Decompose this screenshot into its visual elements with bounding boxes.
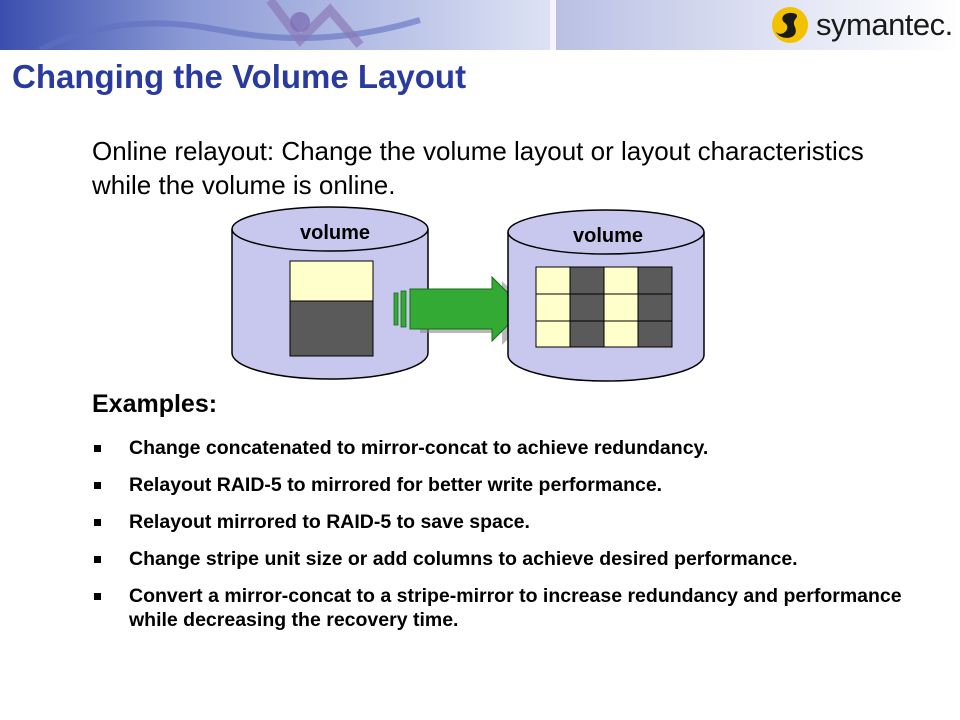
list-item-text: Convert a mirror-concat to a stripe-mirr… (129, 585, 902, 631)
bullet-icon (94, 445, 101, 452)
source-used-block (289, 300, 374, 357)
list-item: Convert a mirror-concat to a stripe-mirr… (92, 584, 912, 632)
target-volume-cylinder: volume (507, 209, 705, 382)
examples-list: Change concatenated to mirror-concat to … (92, 436, 912, 645)
source-volume-label: volume (300, 222, 370, 244)
list-item-text: Change concatenated to mirror-concat to … (129, 437, 709, 459)
examples-heading: Examples: (92, 390, 218, 418)
list-item: Relayout RAID-5 to mirrored for better w… (92, 473, 912, 497)
relayout-diagram: volume volume (231, 206, 705, 382)
bullet-icon (94, 482, 101, 489)
logo-text: symantec. (816, 7, 953, 42)
stripe-grid (535, 266, 673, 348)
source-volume-cylinder: volume (231, 206, 429, 380)
list-item-text: Change stripe unit size or add columns t… (129, 548, 798, 570)
intro-text: Online relayout: Change the volume layou… (92, 136, 864, 200)
logo-mark-icon (772, 7, 808, 43)
bullet-icon (94, 556, 101, 563)
target-volume-label: volume (573, 225, 643, 247)
source-free-block (289, 260, 374, 302)
list-item-text: Relayout mirrored to RAID-5 to save spac… (129, 511, 530, 533)
banner-image (0, 0, 960, 50)
bullet-icon (94, 519, 101, 526)
list-item-text: Relayout RAID-5 to mirrored for better w… (129, 474, 663, 496)
list-item: Change concatenated to mirror-concat to … (92, 436, 912, 460)
bullet-icon (94, 593, 101, 600)
list-item: Change stripe unit size or add columns t… (92, 547, 912, 571)
page-title: Changing the Volume Layout (12, 58, 467, 95)
symantec-logo: symantec. (770, 0, 960, 50)
list-item: Relayout mirrored to RAID-5 to save spac… (92, 510, 912, 534)
header-banner: symantec. (0, 0, 960, 50)
